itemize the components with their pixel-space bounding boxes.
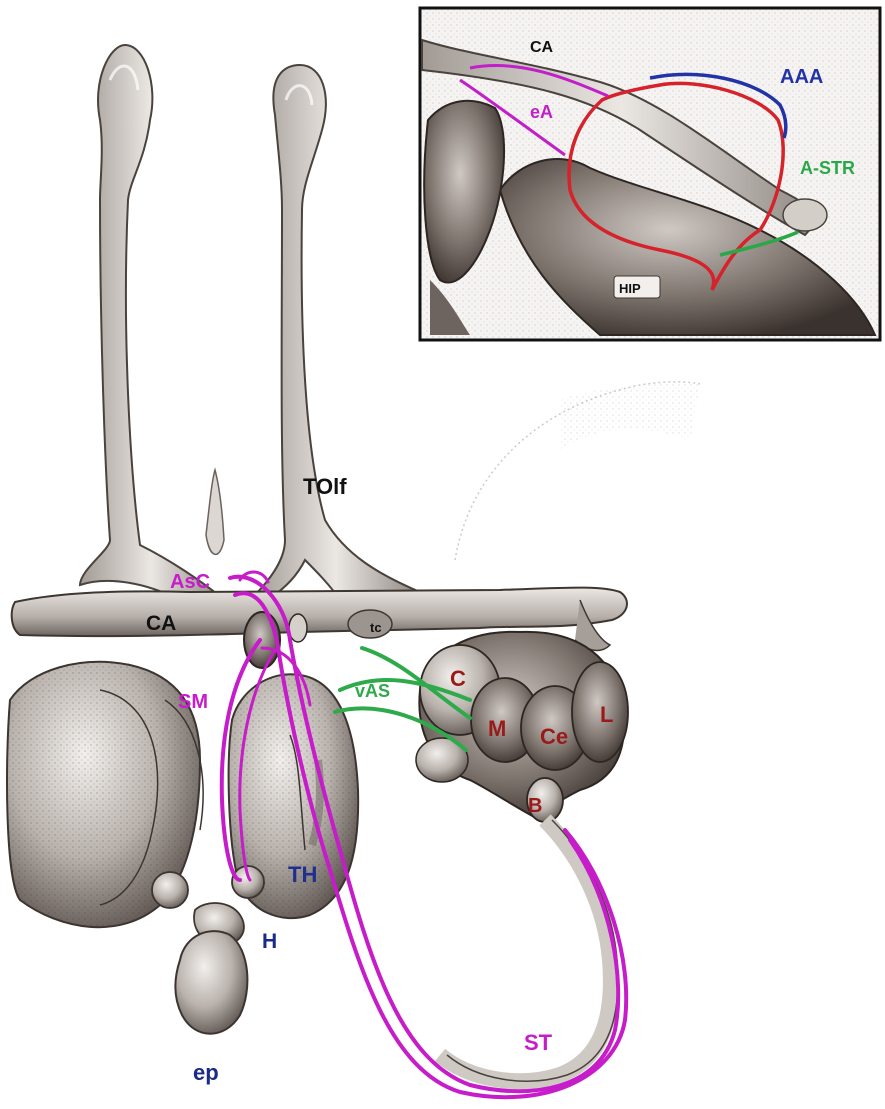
label-asc: AsC	[170, 571, 210, 593]
epithalamus	[152, 866, 264, 1034]
label-th: TH	[288, 862, 317, 887]
olfactory-tract-left	[80, 45, 222, 598]
label-c: C	[450, 666, 466, 691]
inset-label-aaa: AAA	[780, 66, 823, 88]
label-ca: CA	[146, 612, 176, 635]
label-h: H	[262, 930, 277, 953]
amygdala-cluster	[416, 632, 628, 822]
label-tolf: TOlf	[303, 474, 347, 499]
inset-label-ca: CA	[530, 39, 554, 56]
inset-panel: CA AAA eA A-STR HIP	[420, 8, 880, 340]
inset-label-astr: A-STR	[800, 158, 855, 178]
olfactory-tract-right	[252, 65, 420, 600]
label-l: L	[600, 702, 613, 727]
label-vas: vAS	[355, 681, 390, 701]
label-ce: Ce	[540, 724, 568, 749]
inset-label-hip: HIP	[619, 281, 641, 296]
median-structure	[206, 470, 224, 554]
label-st: ST	[524, 1030, 553, 1055]
label-tc: tc	[370, 620, 382, 635]
label-sm: SM	[178, 691, 208, 713]
label-b: B	[528, 795, 542, 817]
inset-label-ea: eA	[530, 102, 553, 122]
label-ep: ep	[193, 1060, 219, 1085]
hemisphere-shading	[560, 384, 700, 450]
label-m: M	[488, 716, 506, 741]
